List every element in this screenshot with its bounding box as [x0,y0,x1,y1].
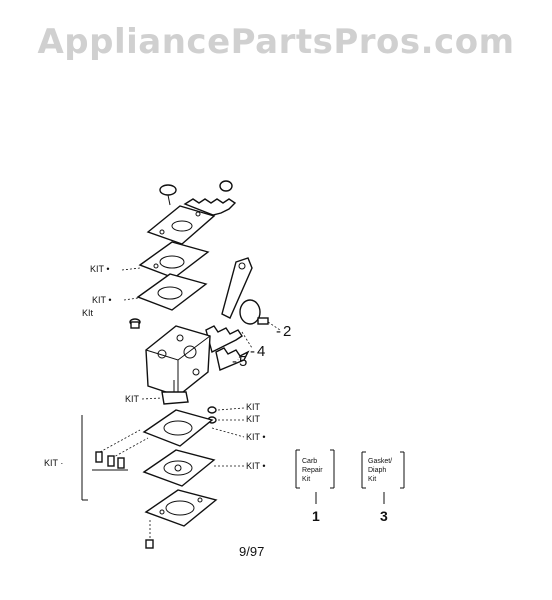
ref-2: - 2 [276,323,291,340]
low-speed-needle [205,325,253,354]
svg-text:KIT ·: KIT · [44,458,63,468]
svg-text:Diaph: Diaph [368,467,386,474]
kit-bracket: KIT · [44,415,88,501]
svg-text:KIt: KIt [82,308,94,318]
svg-text:5: 5 [239,353,247,370]
kit-label-3: KIT [125,394,163,404]
inlet-needle-parts [92,429,149,471]
diagram-date: 9/97 [239,544,264,559]
svg-text:3: 3 [380,508,388,524]
svg-text:KIT •: KIT • [90,264,110,274]
legend-gasket-diaph-kit: Gasket/ Diaph Kit 3 [361,451,405,524]
svg-text:KIT: KIT [125,394,140,404]
svg-text:KIT •: KIT • [246,432,266,442]
throttle-arm [221,257,253,319]
high-speed-needle [215,347,250,371]
o-rings [207,406,217,424]
svg-text:-: - [250,343,255,360]
top-screw [159,184,177,206]
kit-label-6: KIT • [214,461,266,471]
kit-label-2: KIT • KIt [82,295,139,318]
svg-text:KIT: KIT [246,414,261,424]
carburetor-body [145,325,211,397]
kit-label-5: KIT • [211,427,266,442]
throttle-plate [239,299,261,325]
svg-text:Kit: Kit [302,476,310,483]
legend-carb-repair-kit: Carb Repair Kit 1 [295,449,335,524]
svg-text:KIT: KIT [246,402,261,412]
svg-text:4: 4 [257,343,265,360]
kit-label-4: KIT KIT [217,402,261,424]
watermark: AppliancePartsPros.com [37,22,515,62]
metering-diaphragm [142,449,216,487]
svg-text:Carb: Carb [302,458,317,465]
svg-text:Kit: Kit [368,476,376,483]
svg-text:Repair: Repair [302,467,323,474]
svg-text:2: 2 [283,323,291,340]
kit-label-1: KIT • [90,264,141,274]
metering-cover [144,489,218,527]
throttle-shaft-screw [257,317,281,331]
inlet-fitting [161,380,189,405]
ref-5: - 5 [232,353,247,370]
svg-text:Gasket/: Gasket/ [368,458,392,465]
adjust-spring [183,180,237,216]
check-valve [129,318,141,329]
pump-diaphragm [136,273,208,311]
pump-cover [146,205,216,245]
svg-text:KIT •: KIT • [92,295,112,305]
svg-text:KIT •: KIT • [246,461,266,471]
bottom-screw [145,520,154,549]
ref-4: - 4 [250,343,265,360]
pump-gasket [138,241,210,279]
svg-text:-: - [232,353,237,370]
svg-text:-: - [276,323,281,340]
svg-text:1: 1 [312,508,320,524]
metering-gasket [142,409,214,447]
